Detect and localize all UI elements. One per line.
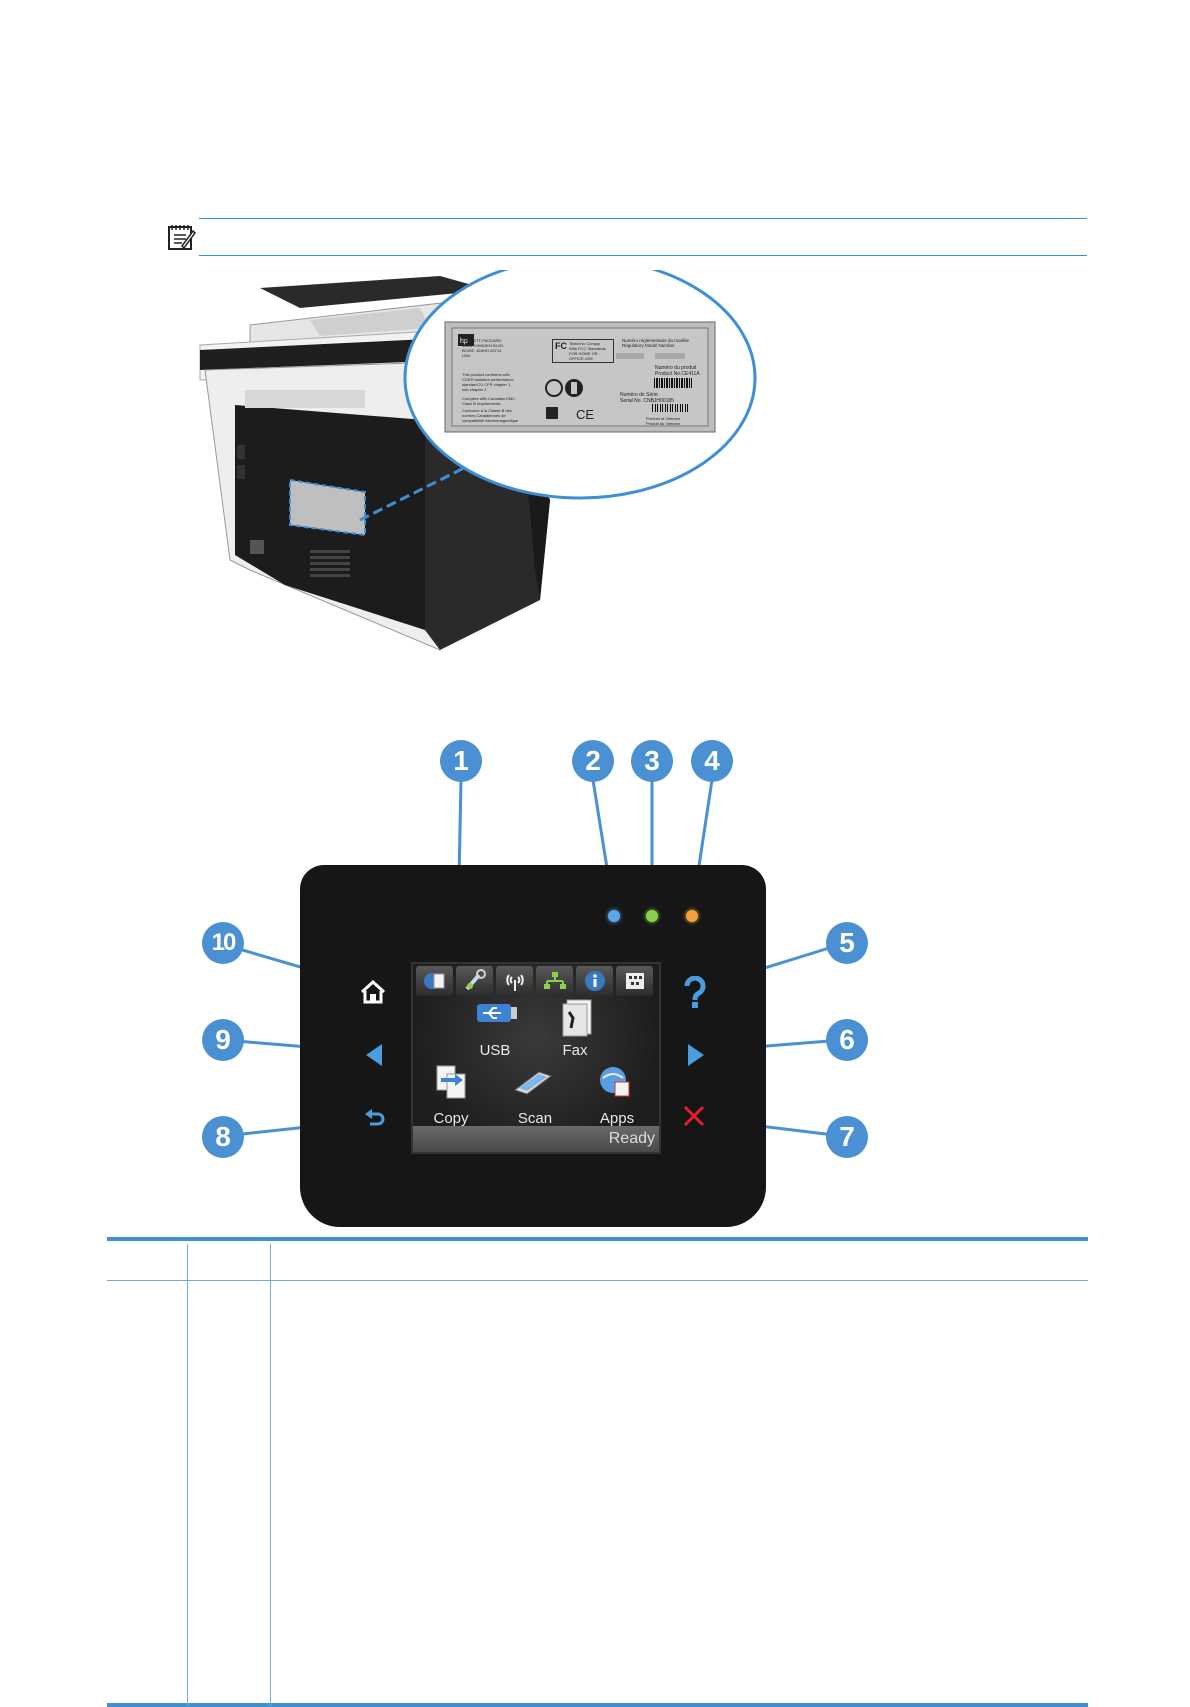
callout-7: 7	[826, 1116, 868, 1158]
help-icon[interactable]	[683, 976, 707, 1008]
label-redacted-box	[655, 353, 685, 359]
wireless-led	[608, 910, 620, 922]
wireless-icon[interactable]	[496, 966, 533, 996]
apps-label[interactable]: Apps	[587, 1110, 647, 1127]
right-arrow-icon[interactable]	[688, 1044, 704, 1066]
table-header-rule	[107, 1280, 1088, 1281]
screen-tab-bar	[413, 966, 661, 998]
supplies-icon[interactable]	[616, 966, 653, 996]
note-icon	[166, 222, 196, 252]
table-column-divider	[270, 1244, 271, 1706]
setup-icon[interactable]	[456, 966, 493, 996]
ready-led	[646, 910, 658, 922]
apps-icon[interactable]	[597, 1064, 633, 1100]
table-bottom-rule	[107, 1703, 1088, 1707]
info-icon[interactable]	[576, 966, 613, 996]
status-bar: Ready	[413, 1126, 659, 1152]
label-company-block: HEWLETT-PACKARD 11311 CHINDEN BLVD. BOIS…	[462, 338, 504, 358]
fax-icon[interactable]	[559, 998, 595, 1038]
callout-1: 1	[440, 740, 482, 782]
note-bottom-rule	[199, 255, 1087, 256]
touchscreen-display[interactable]: USB Fax Copy Scan Apps Ready	[411, 962, 661, 1154]
label-compliance-cdrh: This product conforms with CDRH radiatio…	[462, 372, 514, 392]
ce-mark-icon: CE	[546, 404, 598, 424]
svg-text:CE: CE	[576, 407, 594, 422]
back-icon[interactable]	[364, 1106, 386, 1128]
barcode-icon	[652, 404, 690, 412]
label-origin: Product of Vietnam Produit du Vietnam	[646, 416, 680, 426]
callout-6: 6	[826, 1019, 868, 1061]
label-product-no: Numéro du produit Product No.CE411A	[655, 365, 700, 377]
copy-label[interactable]: Copy	[421, 1110, 481, 1127]
scan-label[interactable]: Scan	[505, 1110, 565, 1127]
left-arrow-icon[interactable]	[366, 1044, 382, 1066]
certification-marks-icon	[542, 376, 600, 400]
printer-back-illustration: hp	[190, 270, 770, 660]
label-regulatory: Numéro réglementaire du modèle Regulator…	[622, 338, 689, 348]
callout-8: 8	[202, 1116, 244, 1158]
usb-label[interactable]: USB	[465, 1042, 525, 1059]
label-fcc-block: FC Tested to Comply With FCC Standards F…	[552, 339, 614, 363]
fax-label[interactable]: Fax	[545, 1042, 605, 1059]
scan-icon[interactable]	[511, 1068, 553, 1096]
note-top-rule	[199, 218, 1087, 219]
callout-4: 4	[691, 740, 733, 782]
table-column-divider	[187, 1244, 188, 1706]
label-compliance-emc: Complies with Canadian EMC Class B requi…	[462, 396, 515, 406]
cancel-icon[interactable]	[682, 1104, 706, 1128]
home-icon[interactable]	[360, 980, 386, 1004]
label-serial: Numéro de Série Serial No. CNBJH00185	[620, 392, 674, 404]
usb-icon[interactable]	[475, 1000, 519, 1026]
callout-10: 10	[202, 922, 244, 964]
callout-3: 3	[631, 740, 673, 782]
table-top-rule	[107, 1237, 1088, 1241]
copy-icon[interactable]	[435, 1064, 469, 1102]
barcode-icon	[654, 378, 692, 388]
attention-led	[686, 910, 698, 922]
callout-2: 2	[572, 740, 614, 782]
network-icon[interactable]	[536, 966, 573, 996]
label-redacted-box	[616, 353, 644, 359]
fcc-logo-icon: FC	[555, 341, 567, 351]
callout-5: 5	[826, 922, 868, 964]
web-services-icon[interactable]	[416, 966, 453, 996]
callout-9: 9	[202, 1019, 244, 1061]
label-compliance-fr: Conforme à la Classe B des normes Canadi…	[462, 408, 518, 423]
